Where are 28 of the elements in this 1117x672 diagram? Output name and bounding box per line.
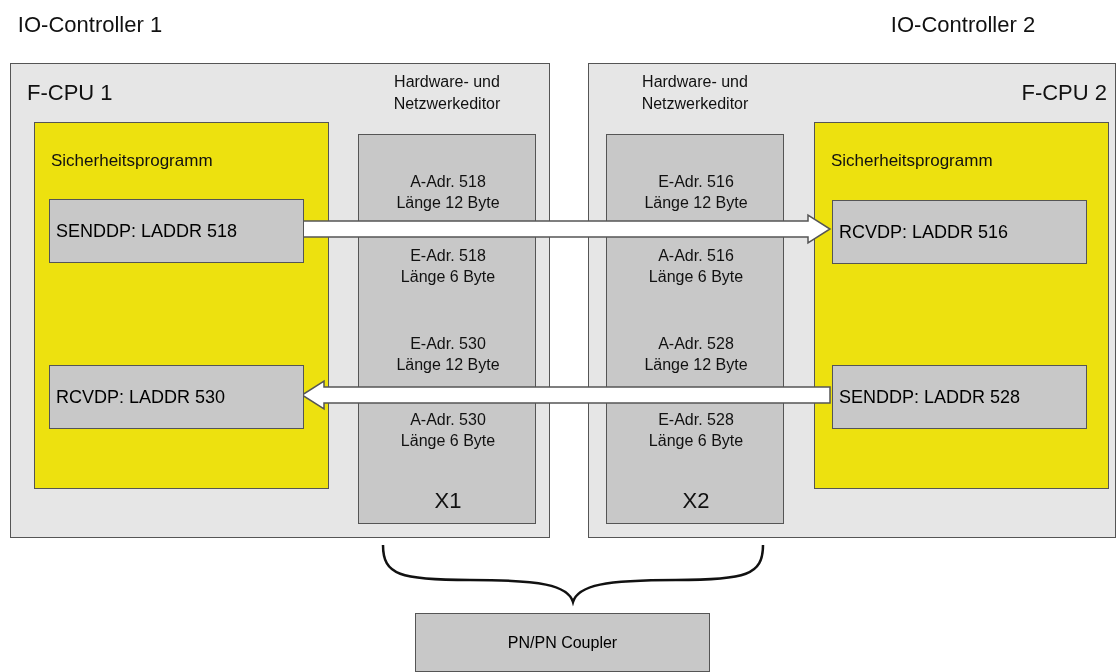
address-text: A-Adr. 528 Länge 12 Byte	[643, 334, 749, 375]
address-text: E-Adr. 528 Länge 6 Byte	[647, 410, 745, 451]
function-block: RCVDP: LADDR 516	[832, 200, 1087, 264]
coupler-box: PN/PN Coupler	[415, 613, 710, 672]
program-panel	[34, 122, 329, 489]
program-title: Sicherheitsprogramm	[51, 151, 213, 171]
controller-panel	[588, 63, 1116, 538]
cpu-title: F-CPU 2	[1021, 80, 1107, 106]
controller-heading: IO-Controller 2	[889, 12, 1037, 38]
address-text: E-Adr. 530 Länge 12 Byte	[395, 334, 501, 375]
function-block: SENDDP: LADDR 528	[832, 365, 1087, 429]
program-title: Sicherheitsprogramm	[831, 151, 993, 171]
cpu-title: F-CPU 1	[27, 80, 113, 106]
function-block: SENDDP: LADDR 518	[49, 199, 304, 263]
editor-heading: Hardware- und Netzwerkeditor	[392, 72, 502, 114]
arrow	[301, 213, 832, 245]
controller-panel	[10, 63, 550, 538]
address-text: E-Adr. 516 Länge 12 Byte	[643, 172, 749, 213]
address-text: A-Adr. 530 Länge 6 Byte	[399, 410, 497, 451]
editor-heading: Hardware- und Netzwerkeditor	[640, 72, 750, 114]
address-text: E-Adr. 518 Länge 6 Byte	[399, 246, 497, 287]
port-label: X1	[433, 490, 463, 511]
program-panel	[814, 122, 1109, 489]
address-text: A-Adr. 518 Länge 12 Byte	[395, 172, 501, 213]
port-label: X2	[681, 490, 711, 511]
address-text: A-Adr. 516 Länge 6 Byte	[647, 246, 745, 287]
function-block: RCVDP: LADDR 530	[49, 365, 304, 429]
controller-heading: IO-Controller 1	[16, 12, 164, 38]
